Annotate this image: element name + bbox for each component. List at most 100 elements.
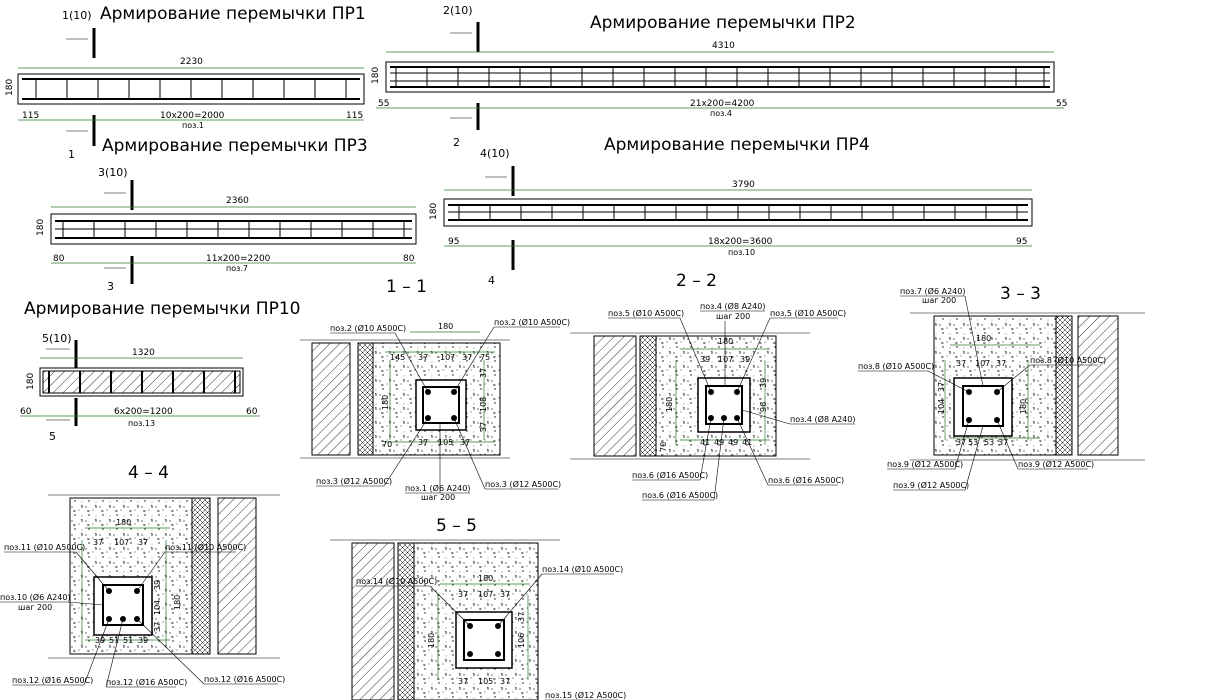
rebar-callout: поз.8 (Ø10 А500С): [1030, 355, 1106, 365]
stirrup-spacing: шаг 200: [18, 603, 52, 612]
spacing-dim: 10х200=2000: [160, 111, 225, 121]
dim-label: 37: [956, 438, 966, 447]
dim-label: 37: [93, 538, 103, 547]
section-width: 180: [718, 337, 733, 346]
left-dim: 95: [448, 237, 459, 247]
brick-wall: [217, 497, 257, 655]
section-number: 1: [68, 148, 75, 161]
beam-title: Армирование перемычки ПР3: [102, 136, 368, 156]
rebar-callout: поз.14 (Ø10 А500С): [542, 564, 623, 574]
rebar-callout: поз.15 (Ø12 А500С): [545, 690, 626, 700]
rebar-callout: поз.11 (Ø10 А500С): [4, 542, 85, 552]
stirrups: [48, 371, 236, 393]
stirrups: [458, 205, 1018, 220]
dim-label: 105: [438, 438, 453, 447]
section-number: 4: [488, 274, 495, 287]
beam-title: Армирование перемычки ПР2: [590, 13, 856, 33]
dim-label: 180: [1019, 399, 1028, 414]
rebar-callout: поз.9 (Ø12 А500С): [887, 459, 963, 469]
stirrup: [463, 619, 505, 661]
position-label: поз.7: [226, 264, 248, 273]
rebar-cage: [415, 379, 467, 431]
rebar-callout: поз.9 (Ø12 А500С): [893, 480, 969, 490]
right-dim: 95: [1016, 237, 1027, 247]
brick-wall: [311, 342, 351, 456]
stirrup-spacing: шаг 200: [716, 312, 750, 321]
beam-title: Армирование перемычки ПР1: [100, 4, 366, 24]
rebar-callout: поз.6 (Ø16 А500С): [642, 490, 718, 500]
left-dim: 60: [20, 407, 32, 417]
dim-label: 39: [759, 378, 768, 388]
total-length: 4310: [712, 41, 735, 51]
height-dim: 180: [26, 373, 36, 390]
right-dim: 80: [403, 254, 415, 264]
rebar-callout: поз.3 (Ø12 А500С): [485, 479, 561, 489]
dim-label: 37: [418, 438, 428, 447]
stirrups: [35, 79, 347, 99]
dim-label: 51: [109, 636, 119, 645]
dim-label: 75: [480, 353, 490, 362]
left-dim: 55: [378, 99, 389, 109]
dim-label: 180: [427, 633, 436, 648]
section-ref: 4(10): [480, 147, 510, 160]
dim-label: 37: [418, 353, 428, 362]
dim-label: 39: [138, 636, 148, 645]
beam-pr10: Армирование перемычки ПР10 5(10) 5 1320 …: [20, 299, 300, 443]
stirrups: [62, 221, 405, 238]
section-1-1: 1 – 1 180 145 37 107 37 75 70 37 105 37 …: [300, 277, 570, 502]
rebar-callout: поз.2 (Ø10 А500С): [330, 323, 406, 333]
dim-label: 104: [153, 600, 162, 615]
stirrup: [705, 385, 743, 425]
section-2-2: 2 – 2 180 39 107 39 70 41 49 49 41 180 3…: [570, 271, 855, 501]
dim-label: 51: [123, 636, 133, 645]
section-ref: 5(10): [42, 332, 72, 345]
right-dim: 115: [346, 111, 363, 121]
dim-label: 37: [153, 622, 162, 632]
dim-label: 53: [968, 438, 978, 447]
dim-label: 37: [460, 438, 470, 447]
dim-label: 37: [500, 677, 510, 686]
insulation-layer: [1055, 315, 1073, 456]
dim-label: 49: [728, 438, 738, 447]
dim-label: 70: [659, 442, 668, 452]
rebar-callout: поз.5 (Ø10 А500С): [770, 308, 846, 318]
section-3-3: 3 – 3 180 37 107 37 37 53 53 37 104 37 1…: [858, 284, 1145, 491]
dim-label: 70: [382, 440, 392, 449]
dim-label: 37: [500, 590, 510, 599]
dim-label: 37: [479, 368, 488, 378]
dim-label: 107: [478, 590, 493, 599]
dim-label: 107: [440, 353, 455, 362]
dim-label: 49: [714, 438, 724, 447]
beam-outline: [17, 73, 365, 105]
section-ref: 1(10): [62, 9, 92, 22]
stirrup-spacing: шаг 200: [421, 493, 455, 502]
dim-label: 180: [665, 397, 674, 412]
dim-label: 41: [742, 438, 752, 447]
position-label: поз.10: [728, 248, 755, 257]
dim-label: 37: [138, 538, 148, 547]
section-title: 4 – 4: [128, 463, 169, 483]
dim-label: 106: [517, 633, 526, 648]
rebar-callout: поз.4 (Ø8 А240): [790, 414, 855, 424]
section-width: 180: [438, 322, 453, 331]
dim-label: 37: [517, 612, 526, 622]
beam-pr2: Армирование перемычки ПР2 2(10) 2 4310 1…: [371, 4, 1067, 149]
left-dim: 80: [53, 254, 65, 264]
dim-label: 107: [114, 538, 129, 547]
dim-label: 37: [956, 359, 966, 368]
dim-label: 41: [700, 438, 710, 447]
position-label: поз.1: [182, 121, 204, 130]
total-length: 3790: [732, 180, 755, 190]
brick-wall: [351, 542, 395, 700]
rebar-callout: поз.4 (Ø8 А240): [700, 301, 765, 311]
dim-label: 37: [937, 382, 946, 392]
section-5-5: 5 – 5 180 37 107 37 37 105 37 180 106 37…: [330, 516, 626, 700]
rebar-callout: поз.6 (Ø16 А500С): [632, 470, 708, 480]
section-title: 3 – 3: [1000, 284, 1041, 304]
rebar-callout: поз.7 (Ø6 А240): [900, 286, 965, 296]
height-dim: 180: [371, 67, 381, 84]
dim-label: 37: [462, 353, 472, 362]
spacing-dim: 21х200=4200: [690, 99, 755, 109]
rebar-callout: поз.3 (Ø12 А500С): [316, 476, 392, 486]
